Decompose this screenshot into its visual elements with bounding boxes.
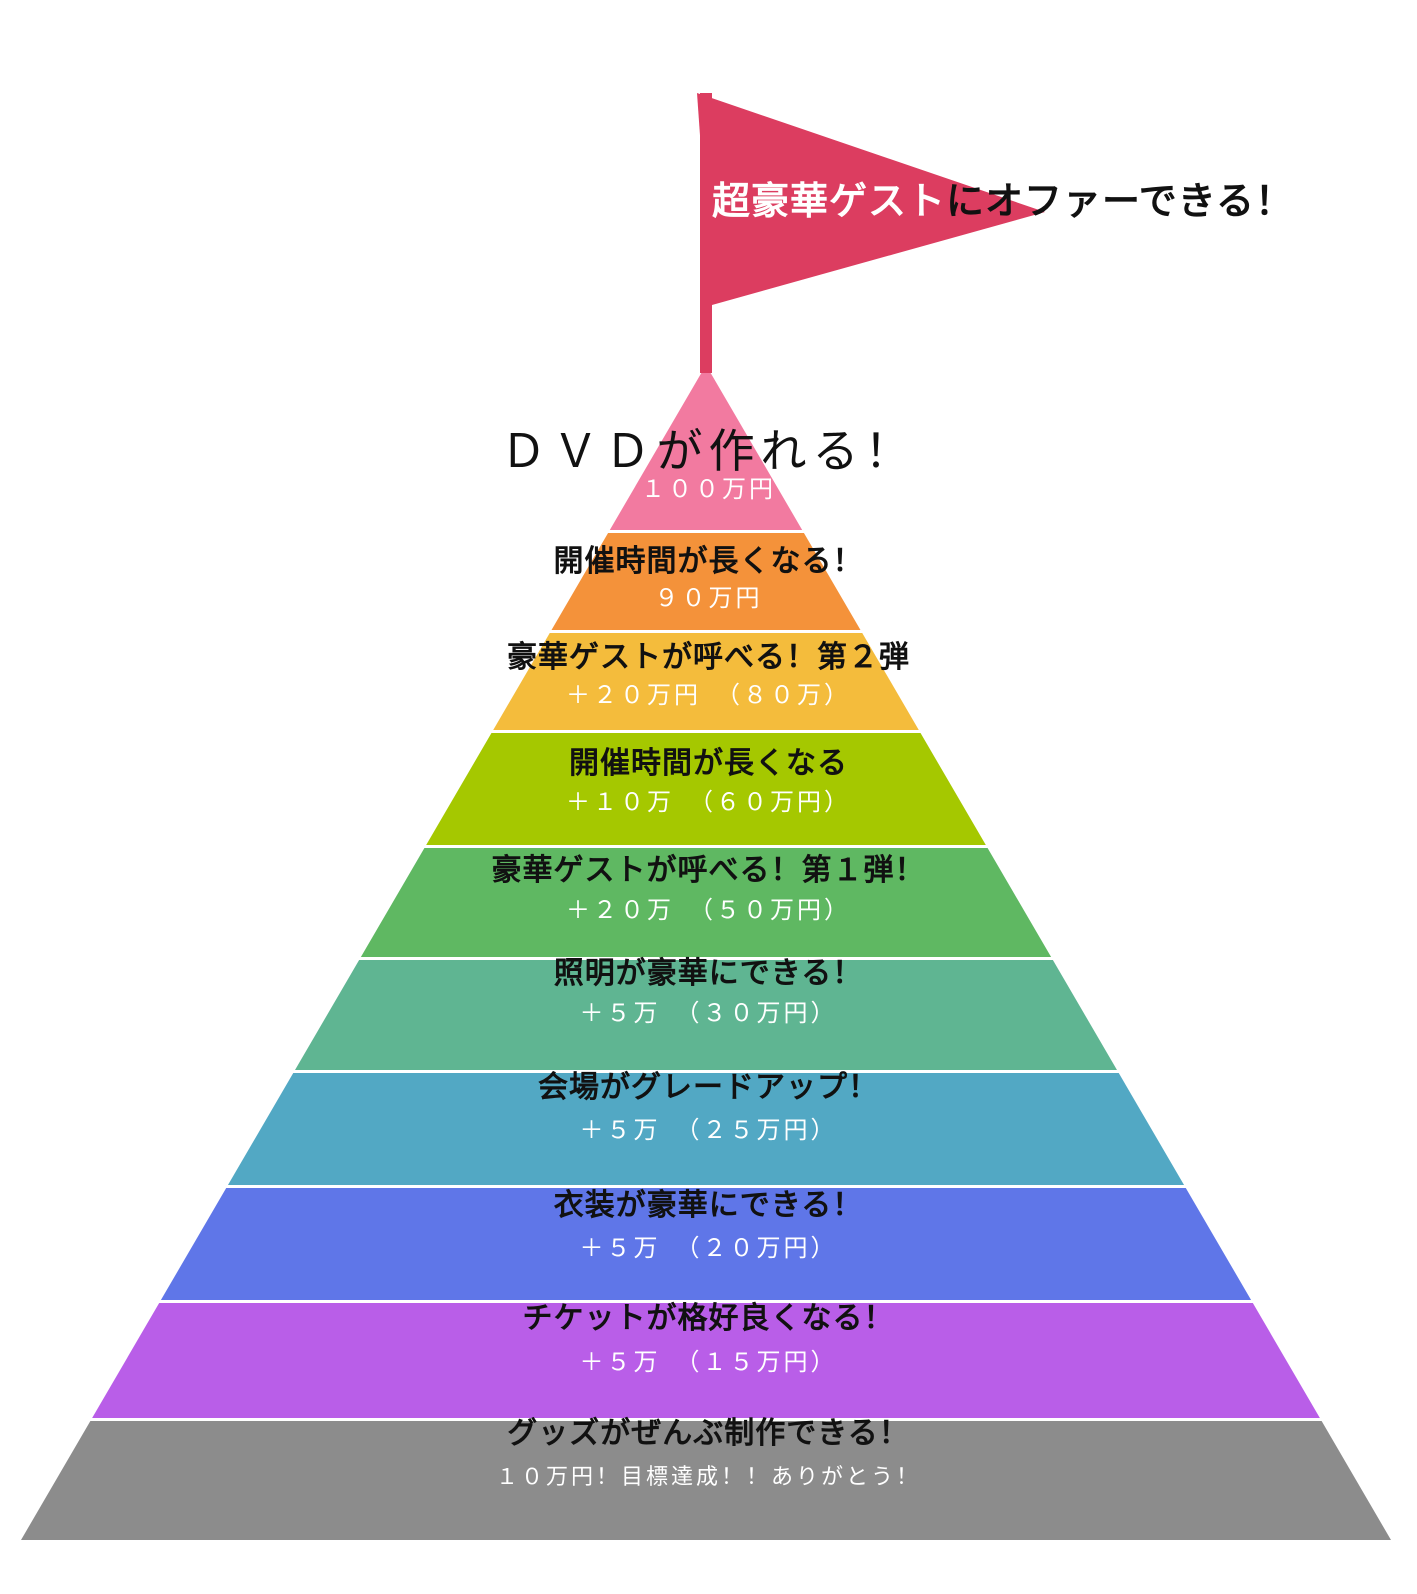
flag-label-on-flag: 超豪華ゲスト	[712, 179, 947, 223]
tier-title: 開催時間が長くなる！	[553, 544, 864, 579]
tier-amount: １０万円！目標達成！！ありがとう！	[495, 1465, 921, 1490]
tier-amount: ＋５万 （２０万円）	[579, 1234, 838, 1262]
tier-band-3	[493, 633, 919, 730]
flag-pennant	[697, 93, 1045, 305]
tier-title: ＤＶＤが作れる！	[500, 424, 917, 478]
tier-title: チケットが格好良くなる！	[522, 1301, 895, 1336]
tier-amount: ＋２０万 （５０万円）	[566, 896, 851, 924]
tier-amount: ＋２０万円 （８０万）	[566, 681, 851, 709]
tier-title: 豪華ゲストが呼べる！第１弾！	[491, 853, 926, 888]
tier-band-10	[21, 1421, 1391, 1540]
tier-band-4	[426, 733, 986, 845]
flag-label-off-flag: にオファーできる！	[946, 179, 1294, 223]
tier-amount: １００万円	[641, 475, 776, 503]
tier-title: グッズがぜんぶ制作できる！	[507, 1416, 910, 1451]
tier-title: 開催時間が長くなる	[569, 746, 848, 781]
tier-title: 照明が豪華にできる！	[553, 956, 864, 991]
tier-band-5	[360, 848, 1052, 957]
tier-band-9	[92, 1303, 1320, 1418]
tier-amount: ＋５万 （２５万円）	[579, 1116, 838, 1144]
tier-amount: ＋５万 （１５万円）	[579, 1348, 838, 1376]
tier-band-7	[227, 1073, 1185, 1185]
tier-title: 会場がグレードアップ！	[538, 1070, 879, 1105]
flag-pole	[700, 93, 712, 373]
tier-band-8	[160, 1188, 1252, 1300]
tier-band-1	[609, 365, 803, 530]
tier-amount: ＋５万 （３０万円）	[579, 999, 838, 1027]
tier-amount: ＋１０万 （６０万円）	[566, 788, 851, 816]
flag-label: 超豪華ゲストにオファーできる！	[712, 170, 1294, 225]
tier-amount: ９０万円	[654, 584, 763, 612]
tier-band-2	[551, 533, 861, 630]
tier-title: 豪華ゲストが呼べる！第２弾	[507, 640, 910, 675]
tier-band-6	[295, 960, 1117, 1070]
tier-title: 衣装が豪華にできる！	[553, 1188, 864, 1223]
